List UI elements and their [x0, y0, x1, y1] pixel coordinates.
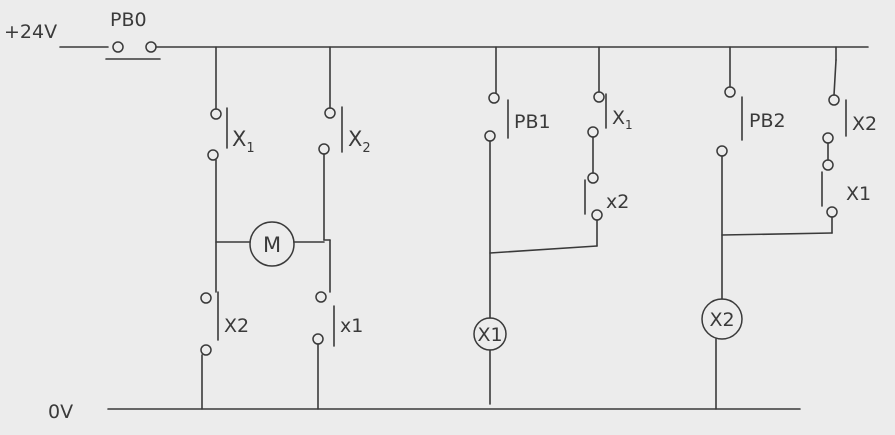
- contact-x2-label: X2: [348, 127, 371, 156]
- contact-terminal: [318, 143, 330, 155]
- contact-terminal: [826, 206, 838, 218]
- contact-terminal: [207, 149, 219, 161]
- contact-terminal: [324, 107, 336, 119]
- relay-x2-branch: PB2 X2 X1 X2: [701, 46, 877, 410]
- motor-label: M: [263, 233, 281, 257]
- contact-terminal: [591, 209, 603, 221]
- contact-x1-bottom-label: x1: [340, 315, 363, 337]
- pushbutton-terminal: [724, 86, 736, 98]
- contact-terminal: [200, 344, 212, 356]
- coil-x2-label: X2: [709, 309, 734, 331]
- ground-label: 0V: [48, 401, 73, 423]
- contact-terminal: [593, 91, 605, 103]
- pushbutton-terminal: [484, 130, 496, 142]
- contact-terminal: [210, 108, 222, 120]
- contact-terminal: [312, 333, 324, 345]
- contact-terminal: [200, 292, 212, 304]
- coil-x1-label: X1: [477, 324, 502, 346]
- contact-x1-label: X1: [232, 127, 255, 156]
- contact-terminal: [822, 159, 834, 171]
- pushbutton-terminal: [488, 92, 500, 104]
- contact-terminal: [315, 291, 327, 303]
- contact-x2-bottom-label: X2: [224, 315, 249, 337]
- hold-contact-x2-label: X2: [852, 113, 877, 135]
- contact-terminal: [822, 132, 834, 144]
- interlock-x1-label: X1: [846, 183, 871, 205]
- contact-terminal: [587, 172, 599, 184]
- motor-symbol: [249, 221, 295, 267]
- pb0-label: PB0: [110, 9, 147, 31]
- motor-branch: X1 X2 M X2 x1: [200, 46, 371, 410]
- pb2-label: PB2: [749, 110, 786, 132]
- relay-coil-x2: [701, 298, 743, 340]
- pb1-label: PB1: [514, 111, 551, 133]
- supply-positive-label: +24V: [4, 21, 57, 43]
- pushbutton-terminal: [716, 145, 728, 157]
- contact-terminal: [587, 126, 599, 138]
- hold-contact-x1-label: X1: [612, 107, 633, 132]
- pb0-terminal-right: [145, 41, 157, 53]
- master-pushbutton-pb0: PB0: [105, 9, 161, 60]
- interlock-x2-label: x2: [606, 191, 629, 213]
- contact-terminal: [828, 94, 840, 106]
- relay-x1-branch: PB1 X1 x2 X1: [473, 46, 633, 405]
- pb0-terminal-left: [112, 41, 124, 53]
